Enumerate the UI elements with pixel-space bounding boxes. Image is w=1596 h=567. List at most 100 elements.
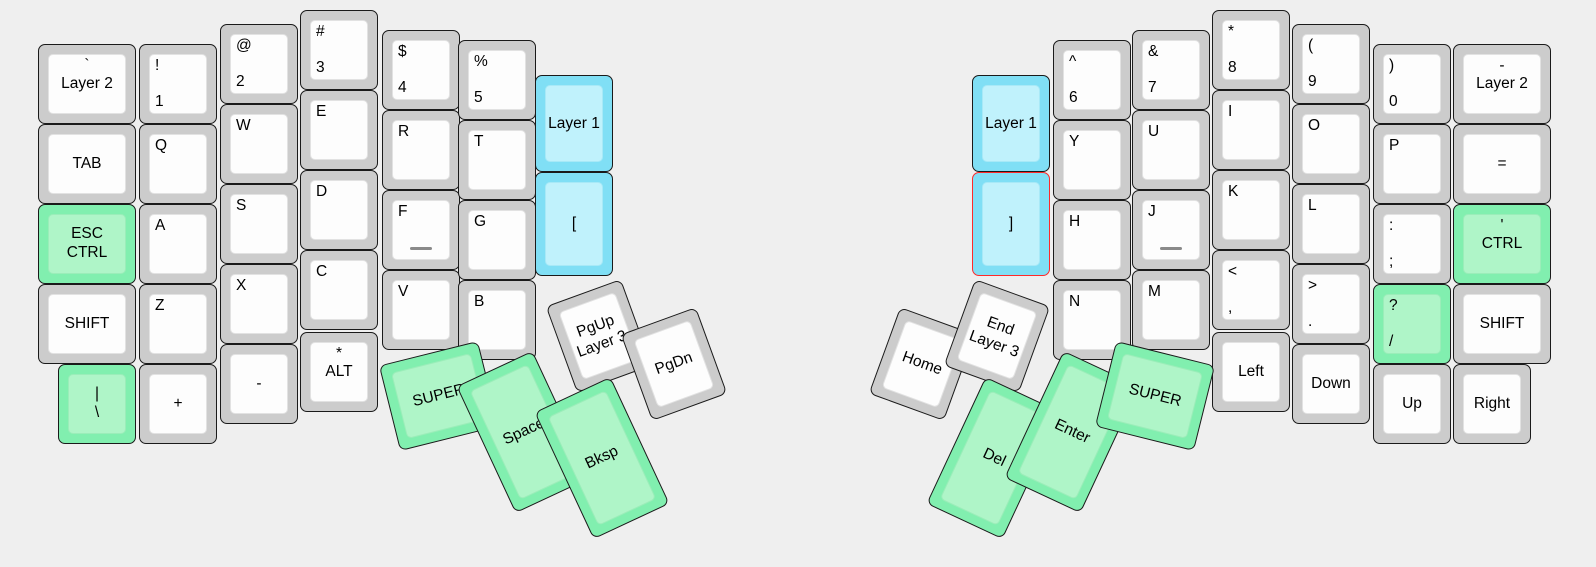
- key-legend-primary: U: [1148, 123, 1160, 140]
- key-legend-primary: -: [256, 374, 262, 392]
- key-legend-primary: 4: [398, 78, 407, 96]
- key-pipe-backslash[interactable]: | \: [58, 364, 136, 444]
- key-legend-primary: J: [1148, 203, 1156, 220]
- key-equal[interactable]: =: [1453, 124, 1551, 204]
- keycap-surface: F: [392, 200, 450, 260]
- key-down[interactable]: Down: [1292, 344, 1370, 424]
- key-ctrl-quote[interactable]: 'CTRL: [1453, 204, 1551, 284]
- key-legend-primary: X: [236, 277, 247, 294]
- key-left[interactable]: Left: [1212, 332, 1290, 412]
- key-legend-shifted: `: [84, 57, 90, 74]
- keycap-surface: !1: [149, 54, 207, 114]
- key-slash-qmark[interactable]: ?/: [1373, 284, 1451, 364]
- key-legend-primary: SHIFT: [64, 314, 110, 332]
- key-period-gt[interactable]: >.: [1292, 264, 1370, 344]
- key-p[interactable]: P: [1373, 124, 1451, 204]
- key-s[interactable]: S: [220, 184, 298, 264]
- key-g[interactable]: G: [458, 200, 536, 280]
- keycap-surface: L: [1302, 194, 1360, 254]
- key-legend-primary: Home: [899, 348, 945, 379]
- key-alt-star[interactable]: *ALT: [300, 332, 378, 412]
- key-8-star[interactable]: *8: [1212, 10, 1290, 90]
- key-a[interactable]: A: [139, 204, 217, 284]
- key-legend-primary: .: [1308, 312, 1313, 330]
- key-i[interactable]: I: [1212, 90, 1290, 170]
- keycap-surface: *ALT: [310, 342, 368, 402]
- keycap-surface: G: [468, 210, 526, 270]
- key-shift-left[interactable]: SHIFT: [38, 284, 136, 364]
- key-e[interactable]: E: [300, 90, 378, 170]
- key-u[interactable]: U: [1132, 110, 1210, 190]
- key-t[interactable]: T: [458, 120, 536, 200]
- key-3-hash[interactable]: #3: [300, 10, 378, 90]
- key-legend-shifted: *: [1228, 23, 1235, 40]
- key-legend-primary: C: [316, 263, 328, 280]
- key-legend-primary: M: [1148, 283, 1161, 300]
- keycap-surface: J: [1142, 200, 1200, 260]
- key-up[interactable]: Up: [1373, 364, 1451, 444]
- key-o[interactable]: O: [1292, 104, 1370, 184]
- key-4-dollar[interactable]: $4: [382, 30, 460, 110]
- key-esc-ctrl[interactable]: ESC CTRL: [38, 204, 136, 284]
- key-shift-right[interactable]: SHIFT: [1453, 284, 1551, 364]
- key-r[interactable]: R: [382, 110, 460, 190]
- keycap-surface: U: [1142, 120, 1200, 180]
- key-layer1-right[interactable]: Layer 1: [972, 75, 1050, 172]
- key-right[interactable]: Right: [1453, 364, 1531, 444]
- key-plus[interactable]: +: [139, 364, 217, 444]
- key-layer1-left[interactable]: Layer 1: [535, 75, 613, 172]
- key-m[interactable]: M: [1132, 270, 1210, 350]
- key-legend-primary: PgDn: [652, 348, 695, 379]
- key-5-percent[interactable]: %5: [458, 40, 536, 120]
- key-legend-shifted: ^: [1069, 53, 1077, 70]
- key-f[interactable]: F: [382, 190, 460, 270]
- key-7-amp[interactable]: &7: [1132, 30, 1210, 110]
- keycap-surface: -: [230, 354, 288, 414]
- key-legend-primary: ;: [1389, 252, 1394, 270]
- key-legend-primary: G: [474, 213, 487, 230]
- key-k[interactable]: K: [1212, 170, 1290, 250]
- key-legend-shifted: %: [474, 53, 488, 70]
- key-w[interactable]: W: [220, 104, 298, 184]
- key-tab[interactable]: TAB: [38, 124, 136, 204]
- key-layer2-backtick[interactable]: `Layer 2: [38, 44, 136, 124]
- homing-bar-indicator: [410, 247, 432, 250]
- key-z[interactable]: Z: [139, 284, 217, 364]
- keycap-surface: Layer 1: [982, 85, 1040, 162]
- key-legend-primary: 5: [474, 88, 483, 106]
- key-bracket-right[interactable]: ]: [972, 172, 1050, 276]
- keycap-surface: ]: [982, 182, 1040, 266]
- key-j[interactable]: J: [1132, 190, 1210, 270]
- key-legend-primary: 2: [236, 72, 245, 90]
- keycap-surface: O: [1302, 114, 1360, 174]
- key-minus[interactable]: -: [220, 344, 298, 424]
- key-comma-lt[interactable]: <,: [1212, 250, 1290, 330]
- key-legend-primary: 8: [1228, 58, 1237, 76]
- key-c[interactable]: C: [300, 250, 378, 330]
- key-v[interactable]: V: [382, 270, 460, 350]
- key-2-at[interactable]: @2: [220, 24, 298, 104]
- key-h[interactable]: H: [1053, 200, 1131, 280]
- key-layer2-minus[interactable]: -Layer 2: [1453, 44, 1551, 124]
- keycap-surface: 'CTRL: [1463, 214, 1541, 274]
- key-x[interactable]: X: [220, 264, 298, 344]
- key-legend-primary: T: [474, 133, 484, 150]
- key-legend-primary: 9: [1308, 72, 1317, 90]
- key-l[interactable]: L: [1292, 184, 1370, 264]
- key-y[interactable]: Y: [1053, 120, 1131, 200]
- key-legend-primary: Q: [155, 137, 168, 154]
- key-1-exclaim[interactable]: !1: [139, 44, 217, 124]
- key-legend-shifted: ?: [1389, 297, 1398, 314]
- key-q[interactable]: Q: [139, 124, 217, 204]
- key-6-caret[interactable]: ^6: [1053, 40, 1131, 120]
- key-bracket-left[interactable]: [: [535, 172, 613, 276]
- key-d[interactable]: D: [300, 170, 378, 250]
- key-semicolon[interactable]: :;: [1373, 204, 1451, 284]
- keycap-surface: P: [1383, 134, 1441, 194]
- key-legend-primary: CTRL: [1481, 234, 1523, 252]
- keycap-surface: &7: [1142, 40, 1200, 100]
- keycap-surface: (9: [1302, 34, 1360, 94]
- key-legend-primary: W: [236, 117, 251, 134]
- key-0-rparen[interactable]: )0: [1373, 44, 1451, 124]
- key-9-lparen[interactable]: (9: [1292, 24, 1370, 104]
